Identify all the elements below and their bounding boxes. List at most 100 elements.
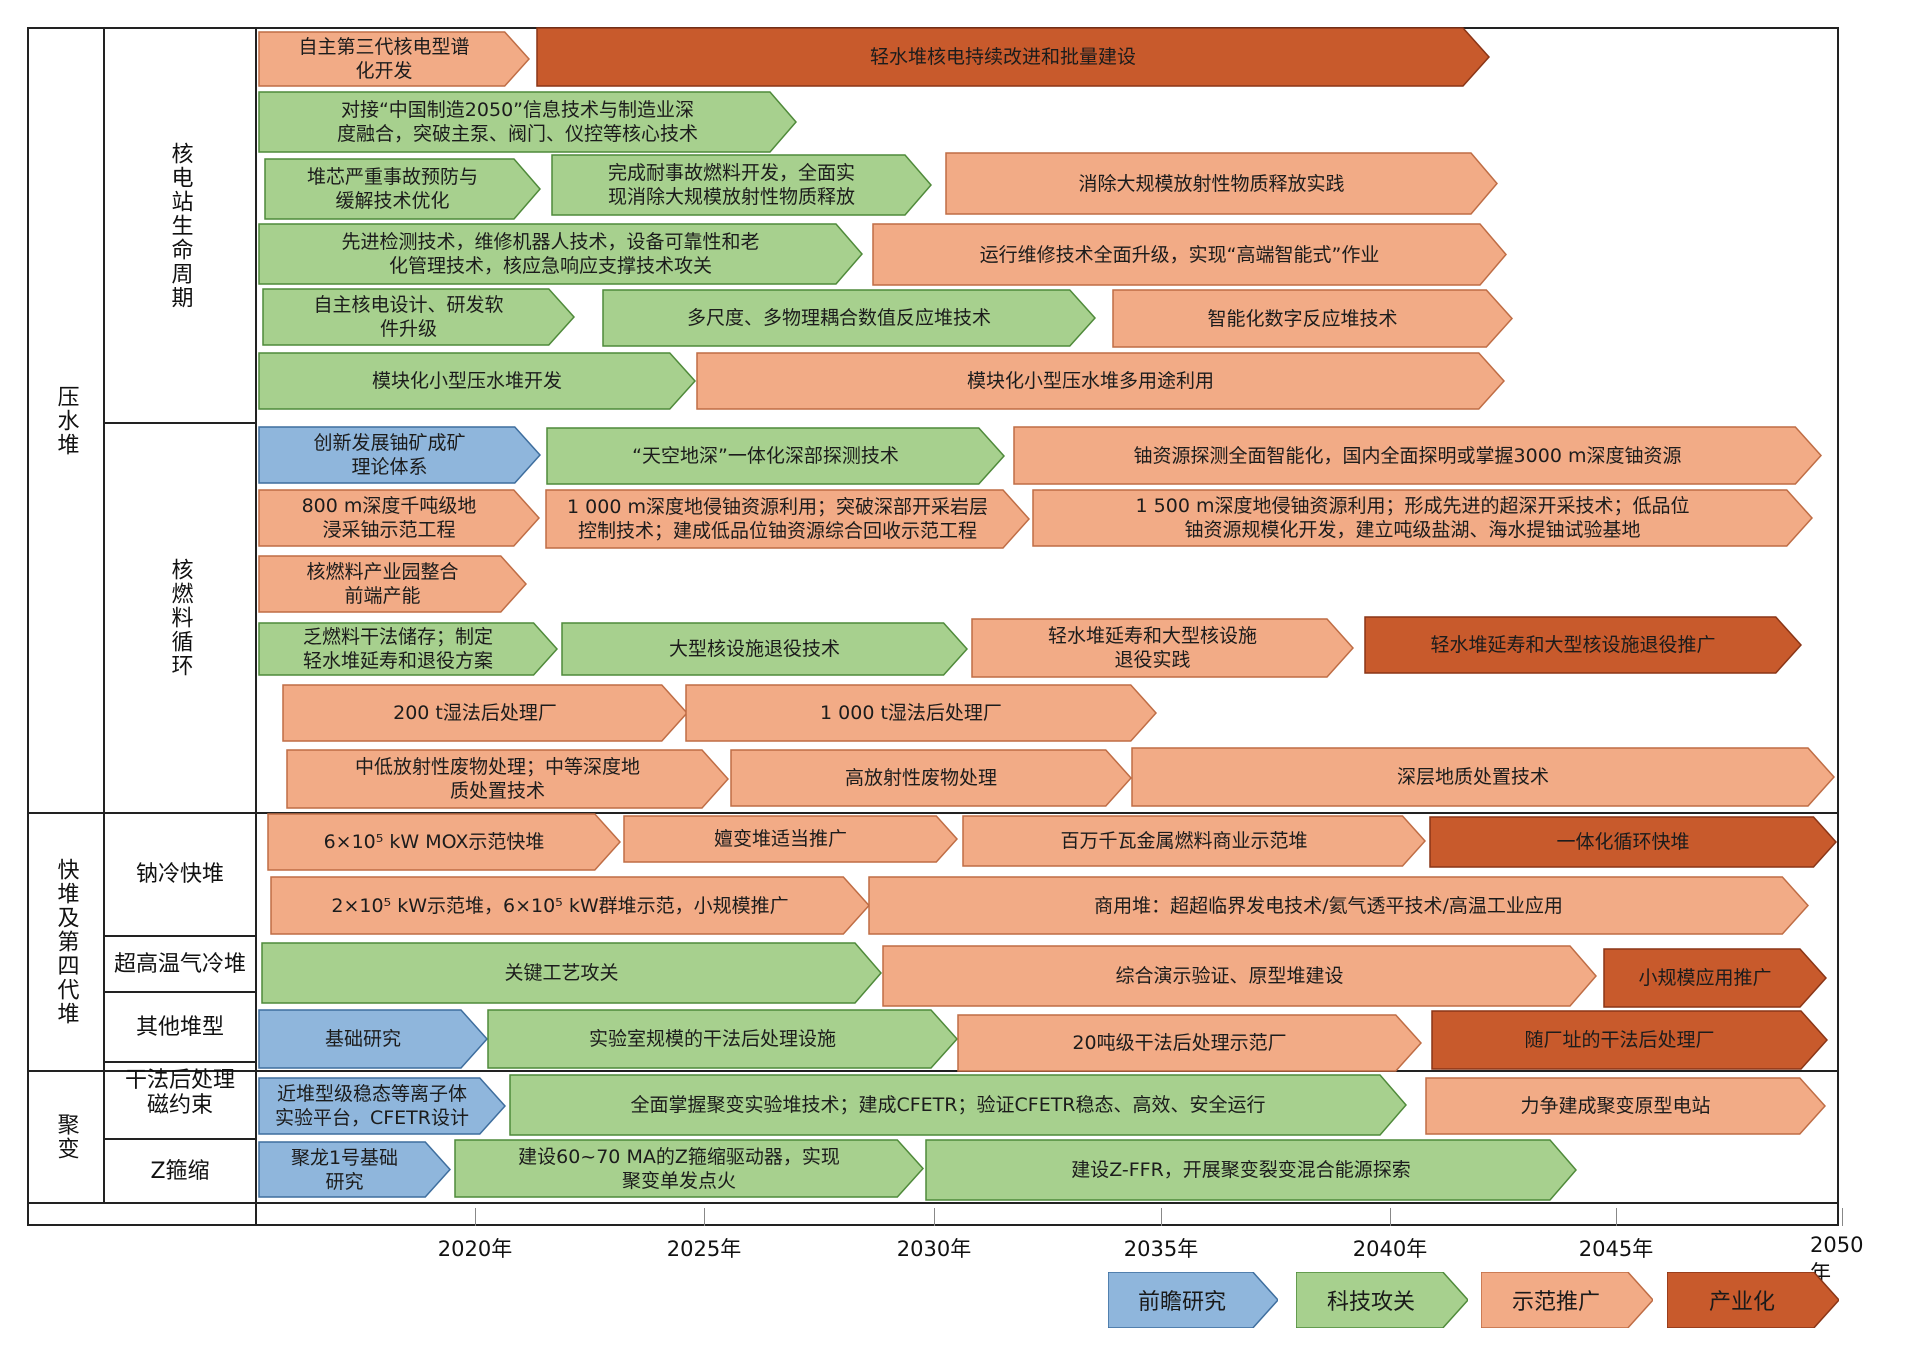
row-divider — [27, 1202, 1839, 1204]
roadmap-arrow-b1: 自主第三代核电型谱化开发 — [258, 31, 531, 87]
roadmap-arrow-text: 中低放射性废物处理；中等深度地质处置技术 — [355, 755, 640, 803]
roadmap-arrow-b2: 轻水堆核电持续改进和批量建设 — [536, 27, 1491, 87]
roadmap-arrow-b17: 800 m深度千吨级地浸采铀示范工程 — [258, 489, 541, 547]
arrow-text-line: 轻水堆核电持续改进和批量建设 — [869, 46, 1136, 68]
roadmap-arrow-b33: 一体化循环快堆 — [1429, 816, 1838, 868]
arrow-text-line: 基础研究 — [324, 1028, 401, 1050]
roadmap-arrow-b36: 关键工艺攻关 — [261, 942, 882, 1004]
roadmap-arrow-text: 800 m深度千吨级地浸采铀示范工程 — [302, 494, 477, 542]
roadmap-arrow-b44: 全面掌握聚变实验堆技术；建成CFETR；验证CFETR稳态、高效、安全运行 — [509, 1074, 1407, 1136]
arrow-text-line: 铀资源规模化开发，建立吨级盐湖、海水提铀试验基地 — [1184, 519, 1641, 541]
roadmap-arrow-b6: 消除大规模放射性物质释放实践 — [945, 152, 1498, 215]
arrow-text-line: 2×10⁵ kW示范堆，6×10⁵ kW群堆示范，小规模推广 — [331, 894, 789, 917]
arrow-text-line: 乏燃料干法储存；制定 — [302, 626, 493, 648]
roadmap-arrow-text: 多尺度、多物理耦合数值反应堆技术 — [687, 306, 991, 330]
roadmap-arrow-text: 先进检测技术，维修机器人技术，设备可靠性和老化管理技术，核应急响应支撑技术攻关 — [341, 230, 759, 278]
arrow-text-line: 6×10⁵ kW MOX示范快堆 — [323, 831, 545, 853]
roadmap-arrow-b32: 百万千瓦金属燃料商业示范堆 — [962, 815, 1427, 867]
roadmap-arrow-text: 百万千瓦金属燃料商业示范堆 — [1060, 829, 1307, 853]
category-label-fuel-cycle: 核燃料循环 — [105, 424, 255, 812]
arrow-text-line: 百万千瓦金属燃料商业示范堆 — [1060, 830, 1308, 852]
arrow-text-line: 小规模应用推广 — [1638, 967, 1772, 989]
roadmap-arrow-b45: 力争建成聚变原型电站 — [1425, 1077, 1827, 1135]
axis-tick-mark — [1842, 1208, 1843, 1226]
category-label-npp-life: 核电站生命周期 — [105, 29, 255, 422]
arrow-text-line: 一体化循环快堆 — [1556, 831, 1690, 853]
roadmap-arrow-b37: 综合演示验证、原型堆建设 — [882, 945, 1597, 1007]
arrow-text-line: 200 t湿法后处理厂 — [393, 702, 557, 724]
roadmap-arrow-b48: 建设Z-FFR，开展聚变裂变混合能源探索 — [925, 1139, 1577, 1201]
roadmap-arrow-b47: 建设60~70 MA的Z箍缩驱动器，实现聚变单发点火 — [454, 1139, 925, 1198]
arrow-text-line: 自主第三代核电型谱 — [298, 36, 470, 58]
roadmap-arrow-text: 模块化小型压水堆多用途利用 — [967, 369, 1214, 393]
arrow-text-line: 实验平台，CFETR设计 — [274, 1107, 469, 1129]
arrow-text-line: 关键工艺攻关 — [504, 962, 619, 984]
roadmap-arrow-text: 1 000 t湿法后处理厂 — [820, 701, 1002, 725]
axis-tick-mark — [1390, 1208, 1391, 1226]
roadmap-arrow-text: 1 000 m深度地侵铀资源利用；突破深部开采岩层控制技术；建成低品位铀资源综合… — [567, 495, 988, 543]
roadmap-arrow-b24: 轻水堆延寿和大型核设施退役推广 — [1364, 616, 1803, 674]
roadmap-arrow-b19: 1 500 m深度地侵铀资源利用；形成先进的超深开采技术；低品位铀资源规模化开发… — [1032, 489, 1814, 547]
roadmap-arrow-text: 小规模应用推广 — [1638, 966, 1771, 990]
roadmap-arrow-b27: 中低放射性废物处理；中等深度地质处置技术 — [286, 749, 730, 809]
arrow-text-line: 退役实践 — [1114, 649, 1191, 671]
category-text: 其他堆型 — [135, 1014, 224, 1040]
arrow-text-line: 近堆型级稳态等离子体 — [276, 1083, 467, 1105]
category-text: 磁约束 — [146, 1092, 213, 1118]
category-label-fusion: 聚变 — [29, 1072, 103, 1202]
roadmap-arrow-text: 聚龙1号基础研究 — [291, 1146, 398, 1194]
arrow-text-line: 控制技术；建成低品位铀资源综合回收示范工程 — [577, 520, 977, 542]
roadmap-arrow-b14: 创新发展铀矿成矿理论体系 — [258, 426, 542, 484]
axis-tick-mark — [1161, 1208, 1162, 1226]
arrow-text-line: 核燃料产业园整合 — [306, 561, 459, 583]
arrow-text-line: 轻水堆延寿和退役方案 — [302, 650, 493, 672]
roadmap-arrow-b18: 1 000 m深度地侵铀资源利用；突破深部开采岩层控制技术；建成低品位铀资源综合… — [545, 489, 1031, 549]
arrow-text-line: 大型核设施退役技术 — [668, 638, 840, 660]
category-text: 核燃料循环 — [167, 558, 193, 678]
arrow-text-line: 堆芯严重事故预防与 — [306, 166, 478, 188]
roadmap-arrow-text: 关键工艺攻关 — [504, 961, 618, 985]
arrow-text-line: 质处置技术 — [449, 780, 545, 802]
arrow-text-line: 浸采铀示范工程 — [322, 519, 456, 541]
roadmap-arrow-b40: 实验室规模的干法后处理设施 — [487, 1009, 959, 1069]
category-text: 核电站生命周期 — [167, 141, 193, 310]
roadmap-arrow-text: 力争建成聚变原型电站 — [1520, 1094, 1710, 1118]
arrow-text-line: 度融合，突破主泵、阀门、仪控等核心技术 — [336, 123, 698, 145]
axis-tick-mark — [475, 1208, 476, 1226]
arrow-text-line: 建设Z-FFR，开展聚变裂变混合能源探索 — [1071, 1159, 1411, 1181]
arrow-text-line: 综合演示验证、原型堆建设 — [1115, 965, 1344, 987]
roadmap-arrow-b42: 随厂址的干法后处理厂 — [1431, 1010, 1829, 1070]
roadmap-arrow-text: “天空地深”一体化深部探测技术 — [632, 444, 899, 468]
category-text: 干法后处理 — [124, 1067, 235, 1093]
category-label-htgr: 超高温气冷堆 — [105, 937, 255, 991]
arrow-text-line: 聚龙1号基础 — [290, 1146, 399, 1169]
roadmap-arrow-text: 乏燃料干法储存；制定轻水堆延寿和退役方案 — [303, 625, 493, 673]
axis-tick-label: 2045年 — [1578, 1237, 1654, 1261]
category-label-mag: 磁约束 — [105, 1072, 255, 1138]
arrow-text-line: 多尺度、多物理耦合数值反应堆技术 — [686, 307, 991, 329]
roadmap-arrow-b35: 商用堆：超超临界发电技术/氦气透平技术/高温工业应用 — [868, 876, 1810, 935]
arrow-text-line: “天空地深”一体化深部探测技术 — [632, 445, 899, 467]
arrow-text-line: 完成耐事故燃料开发，全面实 — [607, 162, 855, 184]
arrow-text-line: 实验室规模的干法后处理设施 — [588, 1028, 836, 1050]
roadmap-arrow-b31: 嬗变堆适当推广 — [623, 815, 959, 863]
roadmap-arrow-text: 消除大规模放射性物质释放实践 — [1078, 172, 1344, 196]
arrow-text-line: 深层地质处置技术 — [1396, 766, 1549, 788]
arrow-text-line: 商用堆：超超临界发电技术/氦气透平技术/高温工业应用 — [1094, 894, 1563, 917]
roadmap-arrow-text: 综合演示验证、原型堆建设 — [1115, 964, 1343, 988]
arrow-text-line: 全面掌握聚变实验堆技术；建成CFETR；验证CFETR稳态、高效、安全运行 — [630, 1094, 1266, 1116]
roadmap-arrow-b7: 先进检测技术，维修机器人技术，设备可靠性和老化管理技术，核应急响应支撑技术攻关 — [258, 223, 863, 285]
roadmap-arrow-b46: 聚龙1号基础研究 — [258, 1141, 452, 1198]
arrow-text-line: 化管理技术，核应急响应支撑技术攻关 — [388, 255, 712, 277]
category-text: Z箍缩 — [150, 1158, 210, 1184]
roadmap-arrow-text: 6×10⁵ kW MOX示范快堆 — [324, 830, 545, 854]
roadmap-arrow-b13: 模块化小型压水堆多用途利用 — [696, 352, 1506, 410]
roadmap-arrow-text: 近堆型级稳态等离子体实验平台，CFETR设计 — [275, 1082, 469, 1130]
column-divider — [103, 812, 105, 1202]
arrow-text-line: 创新发展铀矿成矿 — [313, 432, 466, 454]
legend-label: 产业化 — [1708, 1290, 1775, 1315]
arrow-text-line: 铀资源探测全面智能化，国内全面探明或掌握3000 m深度铀资源 — [1133, 444, 1682, 467]
roadmap-arrow-text: 模块化小型压水堆开发 — [372, 369, 562, 393]
roadmap-arrow-b41: 20吨级干法后处理示范厂 — [957, 1014, 1423, 1072]
arrow-text-line: 力争建成聚变原型电站 — [1520, 1095, 1711, 1117]
